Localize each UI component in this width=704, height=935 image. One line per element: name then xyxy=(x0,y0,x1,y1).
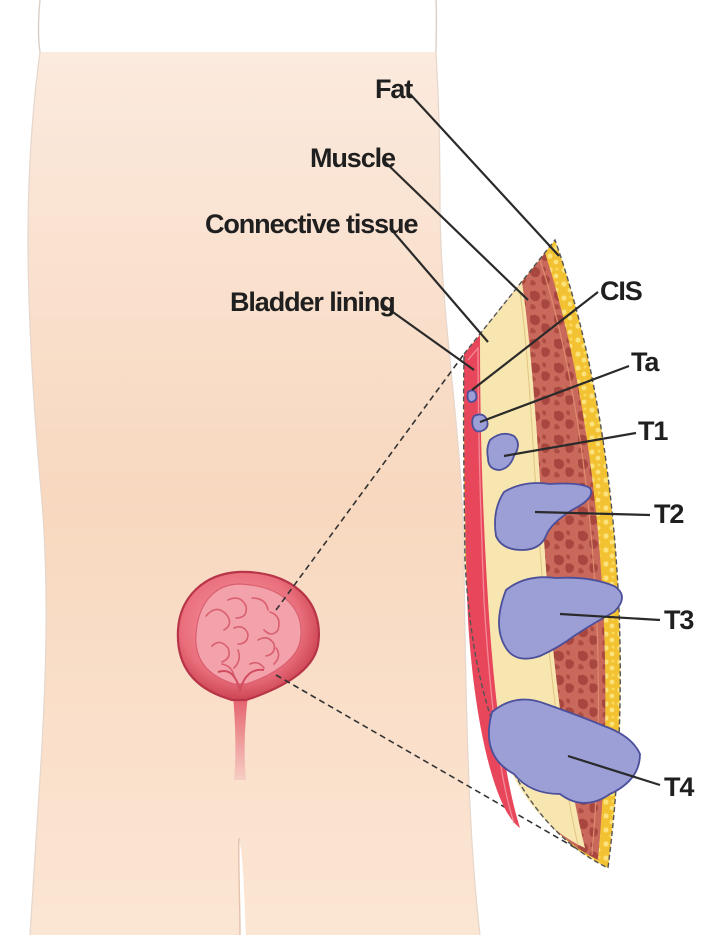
label-t4: T4 xyxy=(664,772,694,802)
label-cis: CIS xyxy=(600,276,642,306)
label-fat: Fat xyxy=(375,74,413,104)
label-t1: T1 xyxy=(638,416,668,446)
label-bladder-lining: Bladder lining xyxy=(230,287,395,317)
label-muscle: Muscle xyxy=(310,143,396,173)
tumor-cis xyxy=(468,390,477,402)
body-silhouette xyxy=(28,0,480,935)
label-connective-tissue: Connective tissue xyxy=(205,209,418,239)
tumor-ta xyxy=(472,414,487,431)
label-ta: Ta xyxy=(631,347,660,377)
label-t2: T2 xyxy=(654,499,683,529)
label-t3: T3 xyxy=(664,605,694,635)
